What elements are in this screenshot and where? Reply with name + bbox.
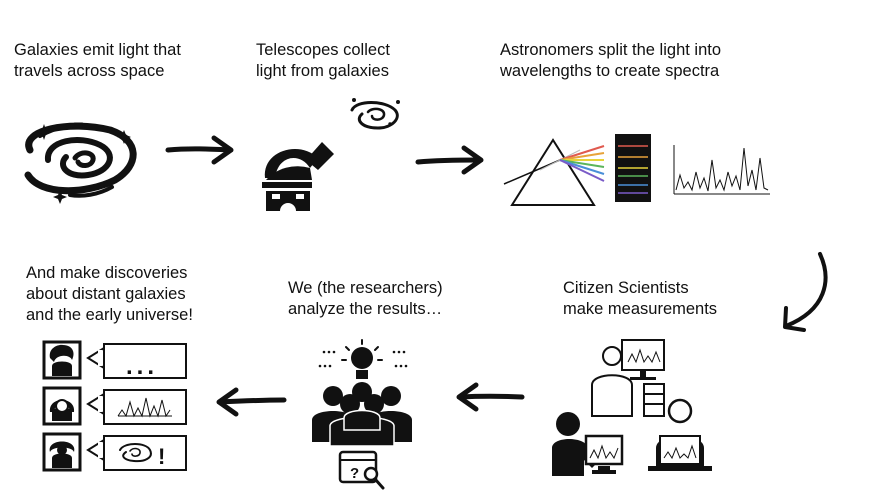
step-4-caption: Citizen Scientists make measurements — [563, 279, 718, 318]
observatory-telescope-icon — [262, 142, 334, 211]
chat-discussion-icon: ... ! — [42, 340, 187, 472]
question-mark: ? — [350, 465, 359, 482]
bubble-1-text: ... — [126, 353, 158, 380]
bubble-2-spectrum — [117, 397, 171, 418]
small-galaxy-icon — [350, 98, 400, 130]
avatar-icon — [42, 386, 82, 426]
star-icon — [36, 124, 131, 204]
arrow-left-1 — [456, 382, 525, 412]
galaxy-icon — [119, 443, 152, 463]
step-3-caption: Astronomers split the light into wavelen… — [500, 41, 722, 80]
step-1-caption: Galaxies emit light that travels across … — [14, 41, 181, 80]
spiral-galaxy-icon — [24, 122, 137, 198]
arrow-right-1 — [165, 135, 234, 165]
spectrum-plot — [673, 145, 770, 195]
step-6-caption: And make discoveries about distant galax… — [26, 264, 193, 324]
arrow-right-2 — [415, 145, 484, 175]
avatar-icon — [42, 340, 82, 380]
avatar-icon — [42, 432, 82, 472]
people-at-computers-icon — [552, 339, 712, 476]
step-5-caption: We (the researchers) analyze the results… — [288, 279, 443, 318]
prism-spectrum-icon — [503, 134, 770, 206]
step-2-caption: Telescopes collect light from galaxies — [256, 41, 390, 80]
arrow-curve-down — [783, 252, 828, 332]
bubble-3-text: ! — [158, 444, 165, 469]
arrow-left-2 — [216, 387, 287, 417]
rainbow-rays — [559, 145, 605, 182]
magnifier-icon — [363, 466, 379, 482]
spectrum-lines — [618, 145, 648, 194]
researchers-team-icon: ? — [312, 339, 412, 490]
